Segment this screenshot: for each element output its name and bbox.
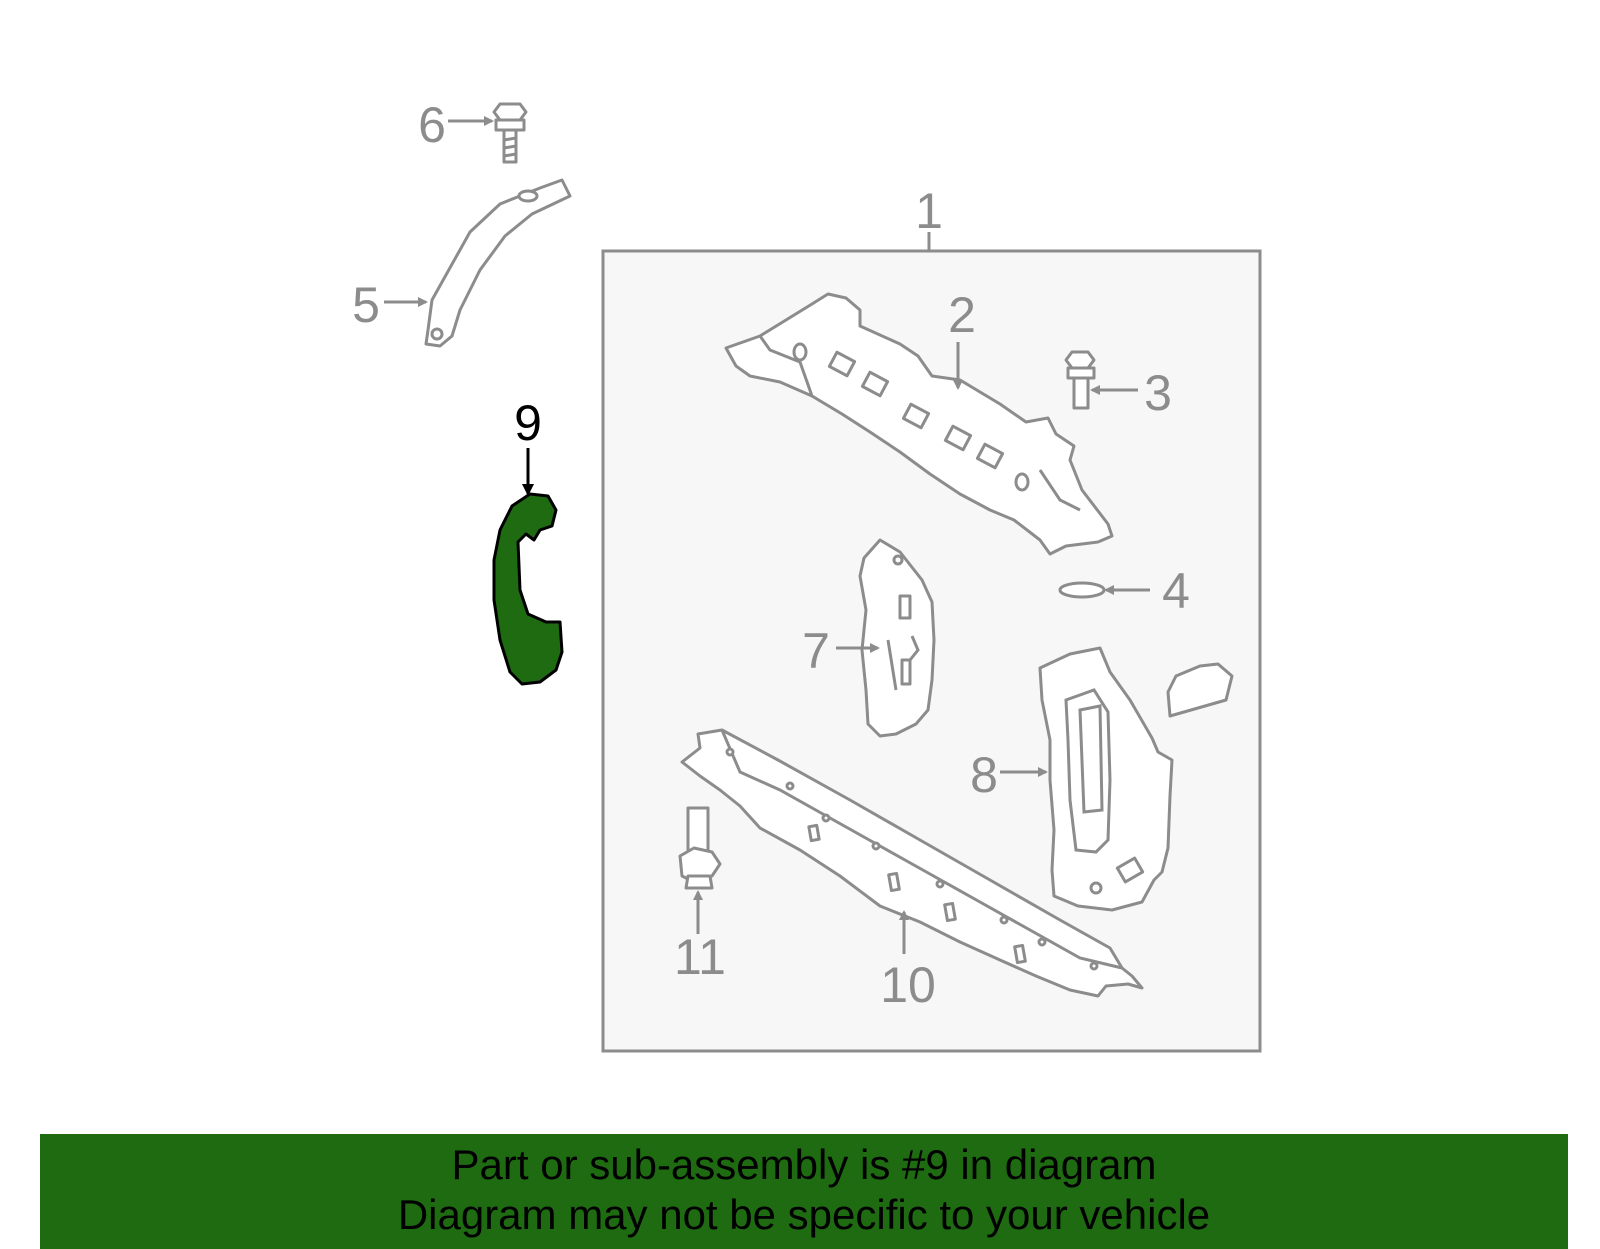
callout-7: 7 <box>802 623 830 679</box>
part-6-bolt[interactable] <box>492 102 528 164</box>
callout-8: 8 <box>970 747 998 803</box>
part-8-side-panel[interactable] <box>1038 646 1234 912</box>
info-banner: Part or sub-assembly is #9 in diagram Di… <box>40 1134 1568 1249</box>
callout-6: 6 <box>418 97 446 153</box>
part-7-side-support[interactable] <box>858 538 936 738</box>
callout-9: 9 <box>514 395 542 451</box>
callout-11: 11 <box>674 929 726 985</box>
part-10-lower-tie-bar[interactable] <box>680 728 1144 998</box>
banner-line-2: Diagram may not be specific to your vehi… <box>397 1191 1211 1238</box>
part-5-bracket[interactable] <box>424 178 572 348</box>
callout-10: 10 <box>880 957 936 1013</box>
part-4-clip[interactable] <box>1058 581 1106 599</box>
callout-1: 1 <box>915 183 943 239</box>
callout-2: 2 <box>948 287 976 343</box>
banner-line-1: Part or sub-assembly is #9 in diagram <box>451 1141 1157 1188</box>
callout-3: 3 <box>1144 365 1172 421</box>
callout-5: 5 <box>352 277 380 333</box>
part-11-bolt[interactable] <box>678 806 722 890</box>
part-2-upper-tie-bar[interactable] <box>724 292 1114 556</box>
callout-4: 4 <box>1162 563 1190 619</box>
part-3-bolt[interactable] <box>1064 350 1096 410</box>
part-9-highlighted[interactable] <box>492 492 564 686</box>
